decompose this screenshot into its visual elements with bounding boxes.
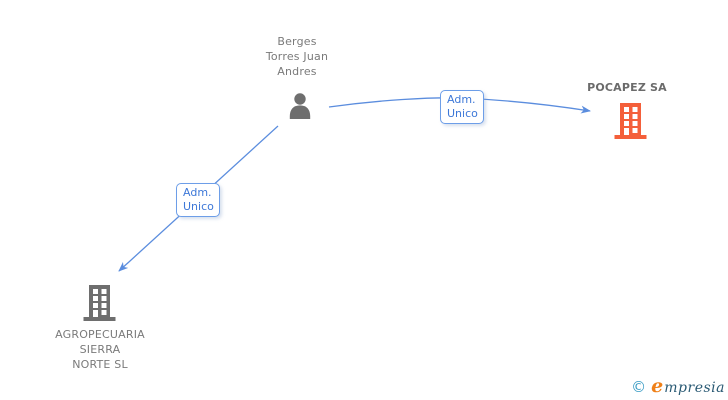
company-name-line: NORTE SL bbox=[72, 358, 128, 371]
person-name-label: Berges Torres Juan Andres bbox=[207, 34, 387, 79]
empresia-watermark: © e mpresia bbox=[631, 375, 725, 397]
company-name-line: SIERRA bbox=[79, 343, 121, 356]
company-name-line: POCAPEZ SA bbox=[587, 81, 667, 94]
copyright-icon: © bbox=[631, 378, 647, 396]
company-name-label: POCAPEZ SA bbox=[547, 80, 707, 95]
brand-initial: e bbox=[651, 375, 664, 397]
building-icon bbox=[614, 103, 647, 139]
company-name-line: AGROPECUARIA bbox=[55, 328, 145, 341]
edge-label-adm-unico-1: Adm. Unico bbox=[440, 90, 484, 124]
company-name-label: AGROPECUARIA SIERRA NORTE SL bbox=[20, 327, 180, 372]
person-name-line: Torres Juan bbox=[265, 50, 329, 63]
person-name-line: Andres bbox=[277, 65, 317, 78]
brand-name: mpresia bbox=[664, 380, 725, 396]
person-icon bbox=[289, 93, 311, 119]
edge-label-adm-unico-2: Adm. Unico bbox=[176, 183, 220, 217]
person-name-line: Berges bbox=[277, 35, 317, 48]
building-icon bbox=[83, 285, 116, 321]
